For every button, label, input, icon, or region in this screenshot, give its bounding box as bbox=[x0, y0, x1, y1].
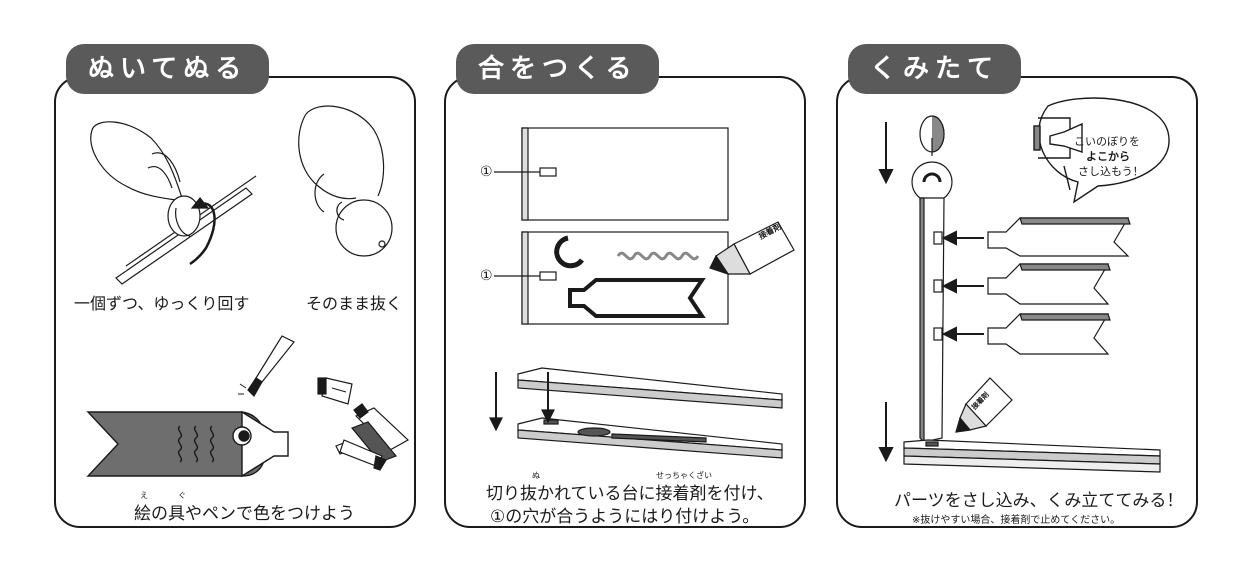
caption-line1: 切り抜かれている台に接着剤を付け、 bbox=[486, 484, 774, 504]
left-arrow-icon bbox=[941, 230, 984, 342]
brush-icon bbox=[238, 335, 295, 397]
ruby-gu: ぐ bbox=[178, 491, 186, 500]
panel-paint: ぬいてぬる bbox=[54, 44, 416, 528]
glue-bottle-icon bbox=[955, 377, 1013, 433]
glue-bottle-icon bbox=[709, 221, 795, 276]
marker-label: ① bbox=[480, 164, 493, 180]
bubble-line2: よこから bbox=[1086, 150, 1130, 163]
zoom-bubble-icon bbox=[1033, 97, 1170, 204]
ruby-e: え bbox=[140, 491, 148, 500]
ruby-nu: ぬ bbox=[532, 471, 540, 480]
paint-tube-icon bbox=[317, 377, 353, 405]
base-illustrations bbox=[489, 127, 795, 459]
caption-paint: 絵の具やペンで色をつけよう bbox=[134, 504, 355, 524]
hand-turning-icon bbox=[90, 121, 257, 285]
panel-title: ぬいてぬる bbox=[66, 44, 270, 94]
panel-title: 合をつくる bbox=[456, 44, 660, 94]
panel-base: 合をつくる bbox=[444, 44, 806, 528]
ruby-setchakuzai: せっちゃくざい bbox=[656, 471, 712, 480]
marker-label: ① bbox=[480, 268, 493, 284]
bubble-line3: さし込もう！ bbox=[1078, 165, 1144, 178]
fish-part-icon bbox=[987, 217, 1131, 355]
hand-pulling-icon bbox=[298, 105, 393, 257]
caption-note: ※抜けやすい場合、接着剤で止めてください。 bbox=[912, 515, 1121, 526]
pole-cap-icon bbox=[919, 115, 945, 156]
caption-pull: そのまま抜く bbox=[306, 294, 403, 313]
panel-title: くみたて bbox=[848, 44, 1022, 94]
pole-icon bbox=[911, 161, 953, 444]
down-arrow-icon bbox=[878, 122, 894, 463]
assemble-illustrations bbox=[878, 97, 1170, 473]
caption-rotate: 一個ずつ、ゆっくり回す bbox=[74, 294, 250, 313]
caption-main: パーツをさし込み、くみ立ててみる！ bbox=[894, 491, 1184, 511]
base-board-icon bbox=[903, 439, 1161, 473]
bubble-line1: こいのぼりを bbox=[1074, 135, 1140, 148]
cut-board-icon bbox=[494, 231, 729, 325]
top-board-icon bbox=[494, 127, 729, 221]
panel-assemble: くみたて bbox=[836, 44, 1198, 528]
koinobori-fish-icon bbox=[86, 410, 289, 478]
assembly-boards-icon bbox=[489, 367, 783, 459]
paint-illustrations bbox=[86, 105, 410, 478]
caption-line2: ①の穴が合うようにはり付けよう。 bbox=[490, 507, 760, 527]
markers-icon bbox=[335, 403, 410, 471]
